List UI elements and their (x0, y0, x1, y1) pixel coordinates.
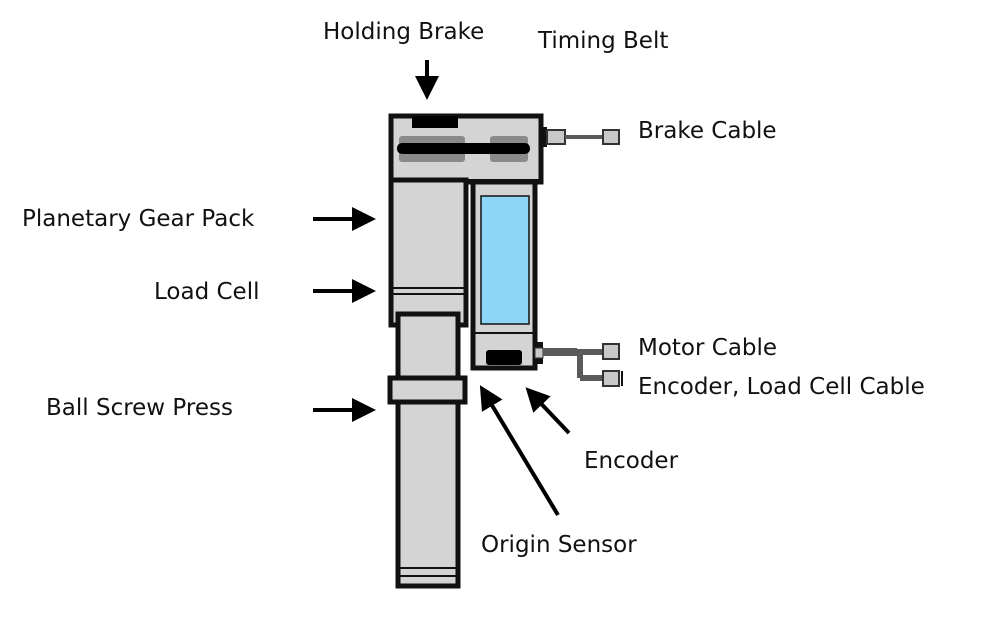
gear-pack-column (388, 177, 469, 328)
label-encoder: Encoder (584, 448, 679, 474)
encoder-arrow (525, 387, 571, 435)
motor-column (470, 179, 538, 371)
label-planetary-gear-pack: Planetary Gear Pack (22, 206, 255, 232)
brake-cable (539, 127, 620, 147)
timing-belt (397, 143, 530, 154)
ball-screw-press (387, 311, 468, 589)
label-holding-brake: Holding Brake (323, 19, 485, 45)
label-brake-cable: Brake Cable (638, 118, 777, 144)
origin-sensor-arrow (479, 385, 560, 517)
label-origin-sensor: Origin Sensor (481, 532, 637, 558)
motor-encoder-cables (533, 342, 623, 387)
motor (480, 195, 530, 325)
label-ball-screw-press: Ball Screw Press (46, 395, 233, 421)
top-housing (388, 113, 544, 185)
holding-brake-disc (412, 116, 458, 128)
label-load-cell: Load Cell (154, 279, 260, 305)
encoder-block (486, 350, 522, 365)
label-encoder-load-cell-cable: Encoder, Load Cell Cable (638, 374, 925, 400)
label-motor-cable: Motor Cable (638, 335, 778, 361)
label-timing-belt: Timing Belt (538, 28, 669, 54)
